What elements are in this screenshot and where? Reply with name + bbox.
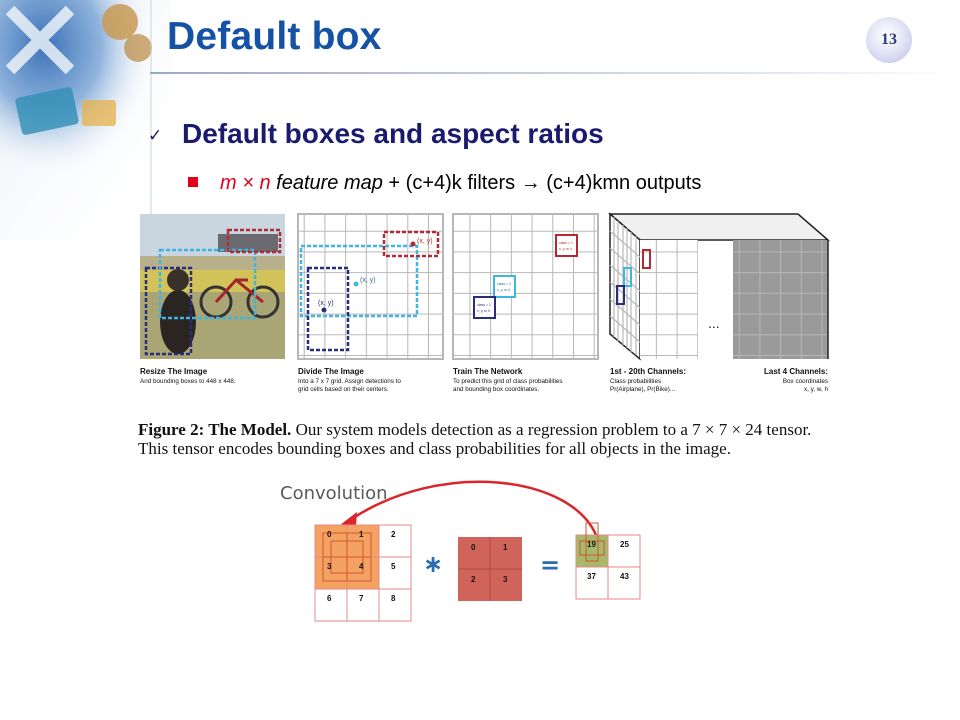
convolution-label: Convolution: [280, 483, 388, 504]
kernel-cell: 1: [503, 543, 508, 552]
figure-caption: Figure 2: The Model. Our system models d…: [138, 420, 838, 458]
input-cell: 1: [359, 530, 364, 539]
panel-desc: To predict this grid of class probabilit…: [453, 378, 563, 385]
input-cell: 6: [327, 594, 332, 603]
panel-desc: Box coordinates: [783, 378, 828, 385]
mini-label: x, y, w, h: [497, 288, 510, 292]
slide-title: Default box: [167, 15, 382, 58]
panel-desc: and bounding box coordinates.: [453, 386, 539, 393]
caption-bold: Figure 2: The Model.: [138, 420, 292, 439]
panel-title: Last 4 Channels:: [764, 367, 828, 376]
panel-title: Train The Network: [453, 367, 523, 376]
input-matrix: 0 1 2 3 4 5 6 7 8: [314, 524, 412, 622]
grid-panel: (x, y) (x, y) (x, y): [297, 213, 444, 360]
panel-desc: And bounding boxes to 448 x 448.: [140, 378, 236, 385]
bullet-rest: + (c+4)k filters → (c+4)kmn outputs: [382, 172, 702, 194]
photo-panel: [140, 214, 285, 359]
convolution-operator-icon: ∗: [423, 550, 443, 578]
input-cell: 7: [359, 594, 364, 603]
input-cell: 5: [391, 562, 396, 571]
mini-label: x, y, w, h: [477, 309, 490, 313]
kernel-cell: 0: [471, 543, 476, 552]
page-number-badge: 13: [866, 17, 912, 63]
bullet-square-icon: [188, 177, 198, 187]
input-cell: 3: [327, 562, 332, 571]
title-underline: [150, 72, 960, 74]
panel-desc: Pr(Airplane), Pr(Bike)...: [610, 386, 675, 393]
input-cell: 0: [327, 530, 332, 539]
panel-title: Divide The Image: [298, 367, 364, 376]
bullet-text: m × n feature map + (c+4)k filters → (c+…: [220, 172, 701, 195]
coord-label: (x, y): [417, 238, 433, 245]
train-grid-panel: class = 1 x, y, w, h class = 1 x, y, w, …: [452, 213, 599, 360]
section-heading: Default boxes and aspect ratios: [182, 118, 604, 149]
caption-rest: Our system models detection as a regress…: [291, 420, 812, 439]
output-cell: 19: [587, 540, 596, 549]
output-cell: 25: [620, 540, 629, 549]
kernel-cell: 3: [503, 575, 508, 584]
ellipsis: ...: [708, 315, 720, 331]
panel-desc: Class probabilities: [610, 378, 661, 385]
coord-label: (x, y): [318, 300, 334, 307]
input-cell: 4: [359, 562, 364, 571]
input-cell: 8: [391, 594, 396, 603]
caption-line-1: Figure 2: The Model. Our system models d…: [138, 420, 838, 439]
panel-desc: x, y, w, h: [804, 386, 829, 393]
mini-label: class = 1: [477, 303, 491, 307]
bullet-feature-map: feature map: [276, 172, 383, 194]
arrow-head-icon: [340, 512, 357, 527]
mini-label: class = 1: [497, 282, 511, 286]
output-cell: 37: [587, 572, 596, 581]
bullet-dimension: m × n: [220, 172, 271, 194]
output-matrix: 19 25 37 43: [575, 522, 641, 600]
caption-line-2: This tensor encodes bounding boxes and c…: [138, 439, 731, 458]
panel-title: 1st - 20th Channels:: [610, 367, 686, 376]
kernel-matrix: 0 1 2 3: [458, 537, 522, 601]
arrow-curve: [349, 480, 598, 536]
panel-desc: Into a 7 x 7 grid. Assign detections to: [298, 378, 401, 385]
convolution-illustration: Convolution 0 1 2 3 4 5 6 7 8 ∗: [280, 480, 641, 622]
mini-label: class = 1: [559, 241, 573, 245]
output-cell: 43: [620, 572, 629, 581]
panel-title: Resize The Image: [140, 367, 208, 376]
input-cell: 2: [391, 530, 396, 539]
model-figure: (x, y) (x, y) (x, y) class = 1 x, y, w, …: [140, 212, 831, 393]
mini-label: x, y, w, h: [559, 247, 572, 251]
tensor-panel: ...: [607, 212, 831, 361]
corner-decoration: [0, 0, 170, 240]
coord-label: (x, y): [360, 277, 376, 284]
check-icon: ✓: [148, 126, 163, 146]
panel-desc: grid cells based on their centers.: [298, 386, 389, 393]
kernel-cell: 2: [471, 575, 476, 584]
equals-operator-icon: =: [540, 551, 560, 579]
